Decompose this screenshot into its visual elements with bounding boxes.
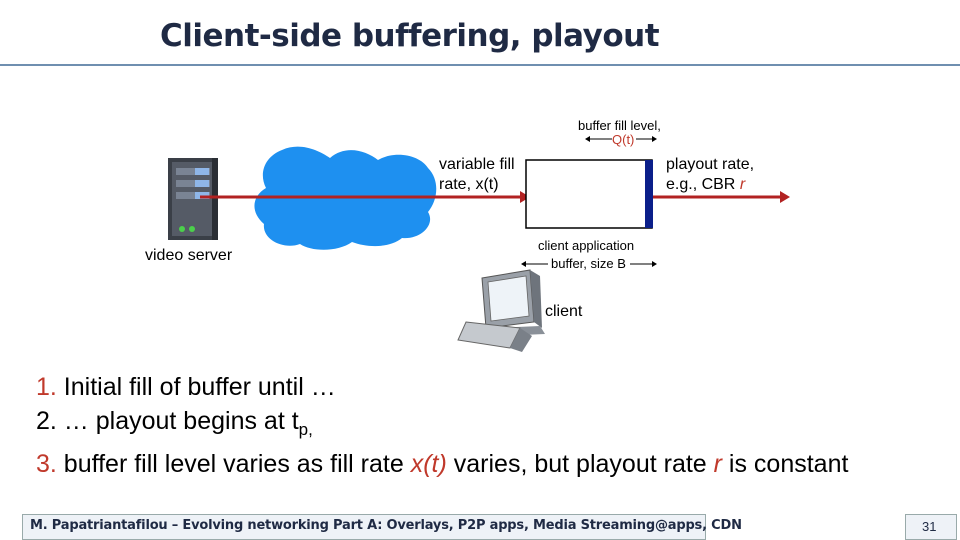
playout-cbr-prefix: e.g., CBR (666, 176, 740, 193)
bullet-text: Initial fill of buffer until … (56, 373, 336, 401)
client-buffer-box (525, 159, 653, 229)
playout-rate-label: playout rate, (666, 156, 755, 173)
footer-text: M. Papatriantafilou – Evolving networkin… (30, 518, 742, 533)
buffer-fill-level-var: Q(t) (612, 132, 635, 147)
title-divider (0, 64, 960, 66)
playout-arrowhead (780, 191, 790, 203)
buffer-fill-level (645, 160, 653, 228)
bullet-number: 1. (36, 373, 57, 401)
bullet-text: … playout begins at t (56, 407, 299, 435)
fill-rate-arrowhead (520, 191, 530, 203)
bullet-item: 1. Initial fill of buffer until … (36, 370, 936, 404)
bullet-list: 1. Initial fill of buffer until … 2. … p… (36, 370, 936, 481)
bullet-text: buffer fill level varies as fill rate (56, 450, 411, 478)
buffer-fill-level-label: buffer fill level, (578, 118, 661, 133)
footer-box (22, 514, 706, 540)
playout-rate-var: r (739, 176, 746, 193)
bullet-item: 2. … playout begins at tp, (36, 404, 936, 447)
playout-rate-var: r (713, 450, 722, 478)
page-title: Client-side buffering, playout (160, 18, 660, 54)
bullet-text: varies, but playout rate (446, 450, 714, 478)
client-buffer-label: client application (538, 238, 635, 253)
bullet-number: 3. (36, 450, 57, 478)
variable-fill-rate-label: rate, x(t) (439, 176, 499, 193)
client-computer-icon (457, 269, 545, 352)
fill-rate-var: x(t) (410, 450, 447, 478)
bullet-text: is constant (721, 450, 849, 478)
buffer-size-label: buffer, size B (551, 256, 626, 271)
playout-cbr-label: e.g., CBR r (666, 175, 745, 195)
page-number: 31 (922, 519, 937, 534)
client-label: client (545, 303, 583, 320)
bullet-subscript: p, (298, 420, 313, 439)
video-server-label: video server (145, 247, 233, 264)
variable-fill-label: variable fill (439, 156, 515, 173)
video-server-icon (168, 158, 218, 240)
bullet-item: 3. buffer fill level varies as fill rate… (36, 447, 936, 481)
bullet-number: 2. (36, 407, 57, 435)
